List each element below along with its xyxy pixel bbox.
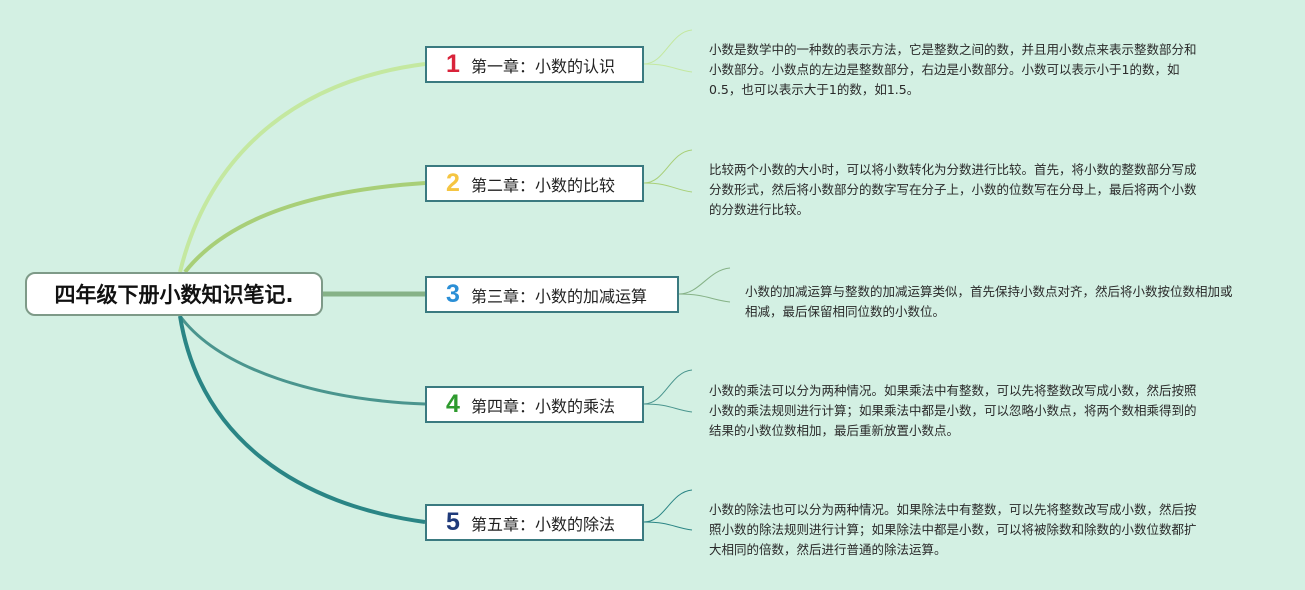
leaf-connector-5 <box>643 489 693 531</box>
chapter-3-number: 3 <box>446 280 460 308</box>
chapter-1-number: 1 <box>446 50 460 78</box>
chapter-4-description: 小数的乘法可以分为两种情况。如果乘法中有整数，可以先将整数改写成小数，然后按照小… <box>709 383 1197 438</box>
chapter-5-number: 5 <box>446 508 460 536</box>
chapter-5-node[interactable]: 5 第五章：小数的除法 <box>425 504 644 541</box>
chapter-2-description: 比较两个小数的大小时，可以将小数转化为分数进行比较。首先，将小数的整数部分写成分… <box>709 162 1197 217</box>
chapter-4-title: 第四章：小数的乘法 <box>471 396 616 416</box>
branch-2 <box>183 181 426 274</box>
chapter-2-number: 2 <box>446 169 460 197</box>
chapter-2-node[interactable]: 2 第二章：小数的比较 <box>425 165 644 202</box>
leaf-connector-4 <box>643 369 693 413</box>
chapter-4-number: 4 <box>446 390 460 418</box>
chapter-2-title: 第二章：小数的比较 <box>471 175 616 195</box>
chapter-1-description: 小数是数学中的一种数的表示方法，它是整数之间的数，并且用小数点来表示整数部分和小… <box>709 42 1197 97</box>
chapter-5-description: 小数的除法也可以分为两种情况。如果除法中有整数，可以先将整数改写成小数，然后按照… <box>709 502 1197 557</box>
chapter-3-title: 第三章：小数的加减运算 <box>471 286 648 306</box>
leaf-connector-1 <box>643 29 693 73</box>
chapter-3-description: 小数的加减运算与整数的加减运算类似，首先保持小数点对齐，然后将小数按位数相加或相… <box>745 284 1233 319</box>
branch-5 <box>178 315 426 524</box>
leaf-connector-3 <box>678 267 731 303</box>
branch-1 <box>178 62 426 273</box>
leaf-connector-2 <box>643 149 693 193</box>
branch-4 <box>178 315 426 406</box>
root-title: 四年级下册小数知识笔记. <box>54 283 294 307</box>
chapter-5-title: 第五章：小数的除法 <box>471 514 616 534</box>
chapter-3-node[interactable]: 3 第三章：小数的加减运算 <box>425 276 679 313</box>
root-topic[interactable]: 四年级下册小数知识笔记. <box>25 272 323 316</box>
chapter-4-node[interactable]: 4 第四章：小数的乘法 <box>425 386 644 423</box>
chapter-1-node[interactable]: 1 第一章：小数的认识 <box>425 46 644 83</box>
chapter-1-title: 第一章：小数的认识 <box>471 56 616 76</box>
